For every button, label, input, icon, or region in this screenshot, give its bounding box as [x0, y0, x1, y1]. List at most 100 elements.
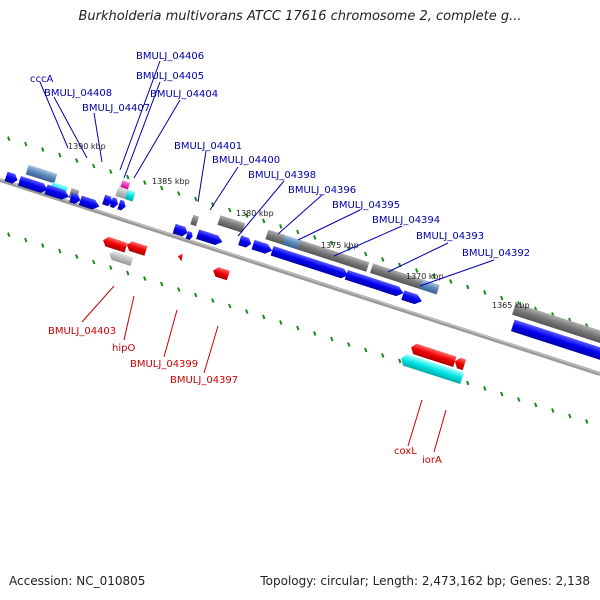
- gene-feature[interactable]: [297, 240, 370, 272]
- gene-label[interactable]: BMULJ_04398: [248, 170, 316, 181]
- scale-label: 1365 kbp: [492, 301, 530, 310]
- tick-track-outer: [7, 136, 589, 328]
- gene-arrow-forward[interactable]: [117, 199, 127, 212]
- gene-label[interactable]: BMULJ_04393: [416, 231, 484, 242]
- tick-mark: [211, 298, 215, 303]
- gene-arrow-reverse[interactable]: [399, 353, 459, 383]
- gene-label[interactable]: BMULJ_04396: [288, 185, 356, 196]
- tick-mark: [75, 254, 79, 259]
- tick-mark: [432, 273, 436, 279]
- gene-label[interactable]: BMULJ_04399: [130, 359, 198, 370]
- tick-mark: [24, 141, 28, 147]
- tick-mark: [568, 413, 572, 419]
- tick-mark: [381, 353, 385, 358]
- tick-mark: [262, 314, 266, 320]
- tick-mark: [466, 284, 470, 290]
- tick-mark: [279, 320, 283, 325]
- gene-arrow-forward[interactable]: [78, 195, 101, 212]
- tick-mark: [296, 229, 300, 235]
- forward-gene-labels: cccA BMULJ_04408 BMULJ_04407 BMULJ_04406…: [30, 51, 530, 259]
- tick-mark: [483, 290, 487, 295]
- genome-summary-text: Topology: circular; Length: 2,473,162 bp…: [260, 574, 590, 588]
- scale-label: 1380 kbp: [236, 209, 274, 218]
- gene-label[interactable]: BMULJ_04401: [174, 141, 242, 152]
- tick-mark: [585, 419, 589, 424]
- gene-feature[interactable]: [120, 180, 131, 190]
- tick-mark: [160, 281, 164, 287]
- gene-arrow-reverse[interactable]: [451, 370, 464, 385]
- tick-mark: [245, 309, 249, 314]
- scale-label: 1385 kbp: [152, 177, 190, 186]
- tick-mark: [313, 331, 317, 336]
- tick-mark: [500, 295, 504, 301]
- gene-label[interactable]: BMULJ_04406: [136, 51, 204, 62]
- gene-label[interactable]: hipO: [112, 343, 135, 354]
- gene-arrow-reverse[interactable]: [102, 236, 128, 253]
- gene-arrow-reverse[interactable]: [177, 252, 184, 262]
- gene-arrow-reverse[interactable]: [125, 240, 148, 256]
- gene-label[interactable]: cccA: [30, 74, 53, 85]
- tick-mark: [92, 259, 96, 265]
- gene-feature[interactable]: [217, 215, 246, 233]
- tick-mark: [41, 147, 45, 152]
- gene-arrow-forward[interactable]: [510, 319, 600, 373]
- gene-label[interactable]: iorA: [422, 455, 442, 466]
- tick-mark: [449, 279, 453, 284]
- tick-mark: [483, 386, 487, 391]
- gene-arrow-forward[interactable]: [251, 239, 274, 256]
- gene-feature[interactable]: [370, 263, 425, 290]
- gene-label[interactable]: BMULJ_04392: [462, 248, 530, 259]
- gene-arrow-forward[interactable]: [172, 223, 189, 238]
- tick-mark: [500, 391, 504, 397]
- gene-feature[interactable]: [25, 164, 58, 184]
- gene-label[interactable]: BMULJ_04403: [48, 326, 116, 337]
- gene-label[interactable]: BMULJ_04397: [170, 375, 238, 386]
- gene-arrow-forward[interactable]: [17, 175, 50, 195]
- gene-arrow-forward[interactable]: [344, 269, 405, 298]
- reverse-gene-labels: BMULJ_04403 hipO BMULJ_04399 BMULJ_04397…: [48, 326, 442, 466]
- tick-mark: [534, 402, 538, 408]
- gene-label[interactable]: BMULJ_04394: [372, 215, 440, 226]
- gene-feature[interactable]: [124, 189, 136, 202]
- gene-arrow-forward[interactable]: [4, 171, 19, 185]
- gene-arrow-forward[interactable]: [185, 230, 194, 240]
- gene-arrow-forward[interactable]: [102, 194, 114, 207]
- tick-mark: [126, 270, 130, 276]
- gene-arrow-forward[interactable]: [270, 246, 350, 280]
- tick-mark: [228, 207, 232, 213]
- gene-label[interactable]: BMULJ_04405: [136, 71, 204, 82]
- tick-mark: [330, 240, 334, 246]
- gene-track-forward: [4, 171, 600, 373]
- gene-arrow-reverse[interactable]: [108, 250, 134, 267]
- gene-label[interactable]: BMULJ_04404: [150, 89, 218, 100]
- gene-arrow-forward[interactable]: [44, 184, 71, 202]
- gene-feature[interactable]: [419, 279, 440, 295]
- gene-arrow-reverse[interactable]: [453, 357, 467, 371]
- gene-track-reverse: [102, 236, 467, 385]
- gene-feature[interactable]: [282, 235, 303, 251]
- gene-label[interactable]: BMULJ_04408: [44, 88, 112, 99]
- gene-label[interactable]: BMULJ_04407: [82, 103, 150, 114]
- gene-label[interactable]: coxL: [394, 446, 417, 457]
- gene-feature[interactable]: [265, 229, 288, 246]
- gene-arrow-forward[interactable]: [109, 197, 120, 209]
- gene-arrow-reverse[interactable]: [409, 342, 457, 368]
- gene-arrow-forward[interactable]: [238, 235, 252, 249]
- tick-mark: [109, 169, 113, 174]
- gene-feature[interactable]: [190, 214, 200, 227]
- gene-arrow-reverse[interactable]: [212, 266, 230, 281]
- gene-arrow-forward[interactable]: [401, 290, 423, 306]
- gene-feature[interactable]: [512, 303, 600, 358]
- gene-arrow-forward[interactable]: [69, 192, 82, 206]
- tick-mark: [262, 218, 266, 224]
- scale-label: 1370 kbp: [406, 272, 444, 281]
- tick-mark: [7, 232, 11, 237]
- tick-mark: [415, 268, 419, 273]
- scale-labels: 1390 kbp 1385 kbp 1380 kbp 1375 kbp 1370…: [68, 142, 530, 310]
- gene-track-outer: [25, 164, 600, 358]
- gene-label[interactable]: BMULJ_04400: [212, 155, 280, 166]
- gene-arrow-forward[interactable]: [196, 229, 224, 247]
- gene-label[interactable]: BMULJ_04395: [332, 200, 400, 211]
- tick-mark: [41, 243, 45, 248]
